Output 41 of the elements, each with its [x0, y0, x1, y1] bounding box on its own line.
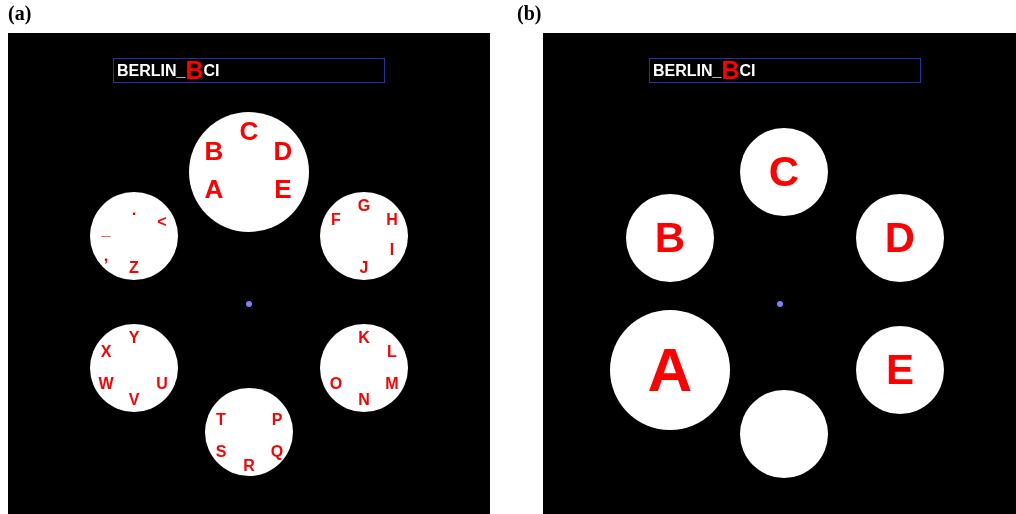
speller-screen: [8, 33, 490, 514]
letter: R: [243, 458, 255, 474]
letter: H: [386, 212, 398, 228]
letter: D: [273, 138, 293, 164]
letter: V: [128, 392, 140, 408]
letter: S: [215, 444, 227, 460]
letter: K: [358, 330, 370, 346]
letter: O: [329, 376, 343, 392]
letter: A: [204, 176, 224, 202]
letter: E: [274, 176, 292, 202]
text-display: BERLIN_BCI: [649, 58, 921, 83]
letter: E: [886, 349, 914, 391]
letter: B: [654, 217, 686, 259]
letter: J: [359, 260, 369, 276]
speller-screen: [543, 33, 1016, 514]
letter: D: [884, 217, 916, 259]
text-display: BERLIN_BCI: [113, 58, 385, 83]
letter: Y: [128, 330, 140, 346]
letter: G: [357, 198, 371, 214]
letter: T: [216, 412, 226, 428]
letter: X: [100, 344, 112, 360]
letter: M: [385, 376, 399, 392]
letter: Z: [129, 260, 139, 276]
letter: <: [157, 214, 167, 230]
letter: F: [331, 212, 341, 228]
letter: W: [98, 376, 114, 392]
letter: I: [389, 242, 395, 258]
letter: C: [768, 151, 800, 193]
letter: N: [358, 392, 370, 408]
letter: .: [131, 202, 137, 218]
letter: ,: [103, 248, 109, 264]
letter: A: [647, 339, 693, 401]
panel-label: (a): [8, 2, 32, 24]
letter: P: [271, 412, 283, 428]
letter: B: [204, 138, 224, 164]
letter: C: [239, 118, 259, 144]
panel-label: (b): [517, 2, 542, 24]
letter: U: [156, 376, 168, 392]
letter: L: [387, 344, 397, 360]
letter: Q: [270, 444, 284, 460]
letter: _: [101, 222, 111, 238]
